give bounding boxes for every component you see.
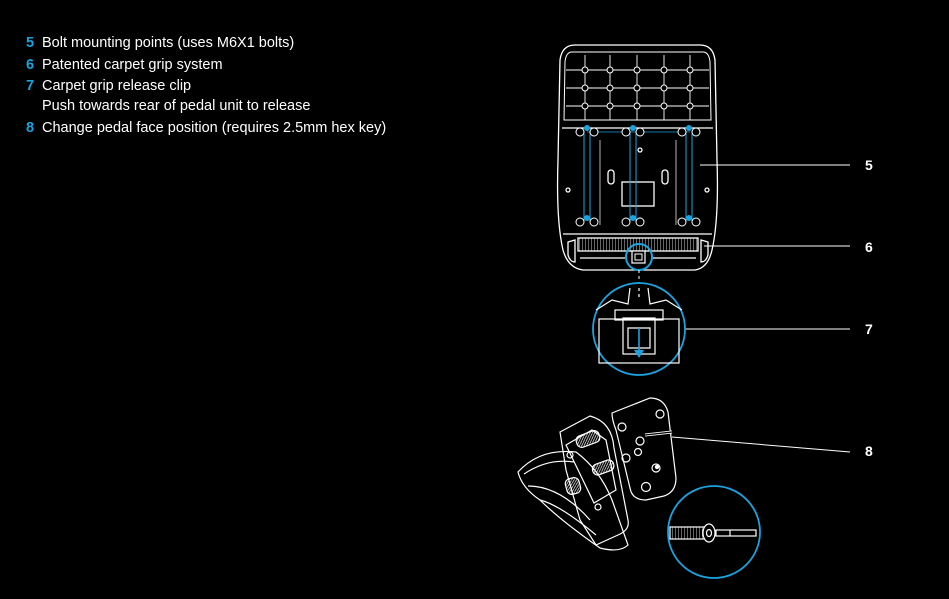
legend-text: Bolt mounting points (uses M6X1 bolts) — [42, 33, 294, 53]
legend-line: Change pedal face position (requires 2.5… — [42, 119, 387, 136]
legend-line: Push towards rear of pedal unit to relea… — [42, 98, 311, 114]
legend-item-7: 7 Carpet grip release clip Push towards … — [26, 76, 386, 116]
callout-5: 5 — [865, 157, 873, 173]
bolt-detail — [667, 485, 761, 579]
callout-6: 6 — [865, 239, 873, 255]
legend-text: Change pedal face position (requires 2.5… — [42, 118, 386, 138]
bolt-heads — [575, 127, 701, 227]
legend-line: Carpet grip release clip — [42, 78, 192, 94]
legend-text: Carpet grip release clip Push towards re… — [42, 76, 310, 116]
pedal-base-underside — [556, 44, 719, 271]
bolt-mounting-points — [583, 131, 693, 222]
legend-item-6: 6 Patented carpet grip system — [26, 55, 386, 75]
legend-text: Patented carpet grip system — [42, 55, 223, 75]
legend-number: 6 — [26, 56, 35, 73]
legend-number: 8 — [26, 119, 35, 136]
callout-7: 7 — [865, 321, 873, 337]
callout-8: 8 — [865, 443, 873, 459]
callout-lines — [671, 164, 851, 453]
legend-number: 5 — [26, 35, 35, 51]
legend-line: Bolt mounting points (uses M6X1 bolts) — [42, 35, 295, 51]
legend-item-8: 8 Change pedal face position (requires 2… — [26, 118, 386, 138]
legend-number: 7 — [26, 78, 35, 94]
legend-line: Patented carpet grip system — [42, 56, 223, 73]
pedal-assembly — [517, 415, 629, 551]
pedal-face-plate — [611, 397, 677, 501]
legend-item-5: 5 Bolt mounting points (uses M6X1 bolts) — [26, 33, 386, 53]
legend-list: 5 Bolt mounting points (uses M6X1 bolts)… — [26, 33, 386, 139]
clip-detail — [592, 282, 686, 376]
